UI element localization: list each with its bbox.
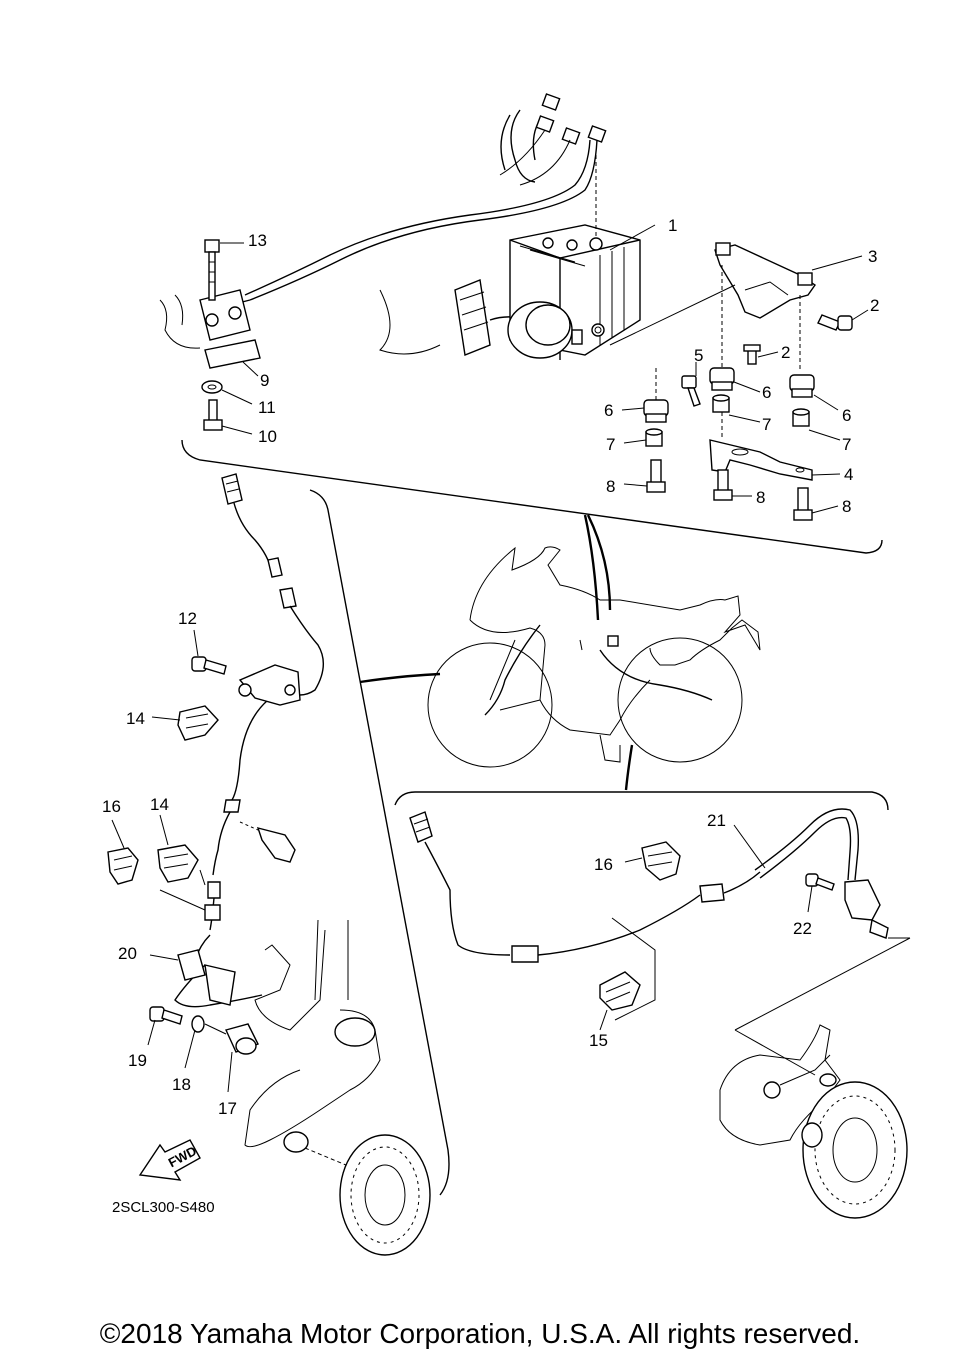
callout-5: 5 <box>694 346 703 365</box>
callout-2: 2 <box>870 296 879 315</box>
rear-caliper-icon <box>719 1024 841 1146</box>
damper-6-icon <box>643 367 815 423</box>
abs-connector-icon <box>379 279 521 356</box>
callout-1: 1 <box>668 216 677 235</box>
callout-2b: 2 <box>781 343 790 362</box>
callout-6c: 6 <box>842 406 851 425</box>
callout-12: 12 <box>178 609 197 628</box>
fwd-arrow-icon: FWD <box>138 1139 201 1181</box>
bolt-2-icon <box>817 314 853 331</box>
callout-14b: 14 <box>150 795 169 814</box>
callout-16a: 16 <box>102 797 121 816</box>
bolt-2-small-icon <box>743 344 761 365</box>
washer-18-icon <box>191 1015 205 1033</box>
callout-8a: 8 <box>606 477 615 496</box>
callout-3: 3 <box>868 247 877 266</box>
pipe-fitting-icon <box>535 93 607 145</box>
callout-9: 9 <box>260 371 269 390</box>
bracket-3-icon <box>714 242 816 319</box>
sensor-bracket-12-icon <box>238 664 301 706</box>
callout-7c: 7 <box>842 435 851 454</box>
callout-4: 4 <box>844 465 853 484</box>
rear-sensor-section: 21 16 22 15 <box>394 791 911 1219</box>
rear-wheel-sensor-icon <box>409 808 889 963</box>
callout-22: 22 <box>793 919 812 938</box>
callout-15: 15 <box>589 1031 608 1050</box>
washer-11-icon <box>201 380 223 394</box>
abs-unit-section: 1 2 2 3 4 5 6 6 6 7 7 7 8 8 8 9 10 11 13 <box>159 93 883 554</box>
copyright-notice: ©2018 Yamaha Motor Corporation, U.S.A. A… <box>99 1318 861 1349</box>
sensor-17-icon <box>225 1023 259 1055</box>
bolt-22-icon <box>805 873 835 891</box>
callout-10: 10 <box>258 427 277 446</box>
front-fork-icon <box>244 919 381 1176</box>
bolt-8-icon <box>646 459 813 521</box>
bolt-13-icon <box>204 239 220 301</box>
front-wheel-sensor-icon <box>174 473 324 1008</box>
callout-13: 13 <box>248 231 267 250</box>
callout-14a: 14 <box>126 709 145 728</box>
callout-21: 21 <box>707 811 726 830</box>
callout-8b: 8 <box>756 488 765 507</box>
callout-6a: 6 <box>604 401 613 420</box>
callout-8c: 8 <box>842 497 851 516</box>
bolt-12-icon <box>191 656 227 675</box>
clamp-20-icon <box>177 949 236 1006</box>
clip-16-icon <box>107 847 139 885</box>
callout-7a: 7 <box>606 435 615 454</box>
drawing-code: 2SCL300-S480 <box>112 1199 215 1216</box>
clip-15-icon <box>599 917 656 1021</box>
front-sensor-section: FWD 12 14 14 16 20 19 18 17 2SCL300-S480 <box>102 473 450 1256</box>
bolt-5-icon <box>681 375 701 407</box>
abs-hydraulic-unit-icon <box>507 224 641 360</box>
callout-6b: 6 <box>762 383 771 402</box>
bolt-10-icon <box>203 399 223 431</box>
motorcycle-silhouette-icon <box>427 546 761 768</box>
bolt-19-icon <box>149 1006 183 1025</box>
callout-18: 18 <box>172 1075 191 1094</box>
brake-hose-junction-icon <box>159 289 251 349</box>
callout-20: 20 <box>118 944 137 963</box>
callout-11: 11 <box>258 398 276 417</box>
sensor-clamp-icon <box>239 821 296 863</box>
clip-14-icon <box>177 705 219 741</box>
callout-7b: 7 <box>762 415 771 434</box>
rear-brake-disc-icon <box>801 1081 908 1219</box>
callout-19: 19 <box>128 1051 147 1070</box>
callout-16b: 16 <box>594 855 613 874</box>
callout-17: 17 <box>218 1099 237 1118</box>
clip-16-rear-icon <box>641 841 681 881</box>
bracket-9-icon <box>204 339 261 369</box>
clip-14-lower-icon <box>157 844 199 883</box>
collar-7-icon <box>645 394 810 447</box>
front-brake-disc-icon <box>339 1134 431 1256</box>
